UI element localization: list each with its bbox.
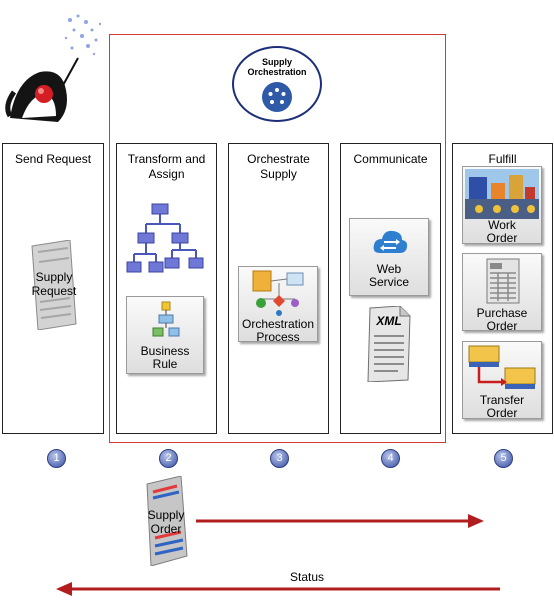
step-2-marker: 2 xyxy=(159,449,178,468)
purchase-order-tile: Purchase Order xyxy=(462,253,542,333)
orchestration-process-tile: Orchestration Process xyxy=(238,266,318,344)
badge-line1: Supply xyxy=(261,57,292,67)
status-flow-arrow xyxy=(56,581,500,597)
business-rule-label-line1: Business xyxy=(140,344,190,358)
request-flow-arrow xyxy=(196,513,486,529)
status-label: Status xyxy=(289,570,325,584)
supply-request-label-line2: Request xyxy=(31,284,77,298)
receipt-icon xyxy=(485,257,521,305)
xml-label: XML xyxy=(376,314,402,328)
web-service-label-line2: Service xyxy=(368,275,409,289)
web-service-tile: Web Service xyxy=(349,218,429,296)
supply-order-label-line1: Supply xyxy=(147,508,185,522)
mascot-icon xyxy=(0,10,110,130)
supply-order-label-line2: Order xyxy=(150,522,182,536)
purchase-order-label-line2: Order xyxy=(486,319,518,333)
badge-line2: Orchestration xyxy=(247,67,307,77)
hierarchy-icon xyxy=(126,200,206,280)
transfer-order-tile: Transfer Order xyxy=(462,341,542,420)
column-title-line1: Communicate xyxy=(353,152,428,166)
column-title-line1: Transform and xyxy=(127,152,206,166)
supply-order-document: Supply Order xyxy=(143,475,189,567)
step-5-marker: 5 xyxy=(494,449,513,468)
orchestration-process-label-line2: Process xyxy=(256,330,300,344)
purchase-order-label-line1: Purchase xyxy=(476,306,528,320)
orchestration-cycle-icon xyxy=(262,82,292,112)
transfer-order-label-line1: Transfer xyxy=(479,393,525,407)
web-service-label-line1: Web xyxy=(376,262,402,276)
column-title: Orchestrate Supply xyxy=(229,152,328,182)
xml-document-icon: XML xyxy=(364,305,414,383)
supply-orchestration-badge: Supply Orchestration xyxy=(232,46,322,122)
step-1-marker: 1 xyxy=(47,449,66,468)
column-title: Communicate xyxy=(341,152,440,167)
column-title: Send Request xyxy=(3,152,103,167)
process-flow-icon xyxy=(252,270,304,316)
orchestration-frame xyxy=(109,34,446,443)
column-title-line1: Send Request xyxy=(14,152,92,166)
factory-icon xyxy=(465,169,539,219)
business-rule-label-line2: Rule xyxy=(152,357,178,371)
step-3-marker: 3 xyxy=(270,449,289,468)
step-4-marker: 4 xyxy=(381,449,400,468)
supply-request-label-line1: Supply xyxy=(35,270,73,284)
business-rule-tile: Business Rule xyxy=(126,296,204,374)
cloud-exchange-icon xyxy=(372,227,408,257)
work-order-tile: Work Order xyxy=(462,166,542,245)
column-title: Transform and Assign xyxy=(117,152,216,182)
column-title-line1: Orchestrate xyxy=(247,152,310,166)
column-transform-assign: Transform and Assign xyxy=(116,143,217,434)
transfer-icon xyxy=(467,344,539,394)
column-title: Fulfill xyxy=(453,152,552,167)
supply-request-document: Supply Request xyxy=(30,239,78,331)
orchestration-process-label-line1: Orchestration xyxy=(241,317,315,331)
column-title-line2: Assign xyxy=(148,167,185,181)
work-order-label-line2: Order xyxy=(486,231,518,245)
work-order-label-line1: Work xyxy=(488,218,516,232)
transfer-order-label-line2: Order xyxy=(486,406,518,420)
flowchart-icon xyxy=(152,301,180,337)
column-title-line2: Supply xyxy=(260,167,297,181)
column-title-line1: Fulfill xyxy=(488,152,517,166)
